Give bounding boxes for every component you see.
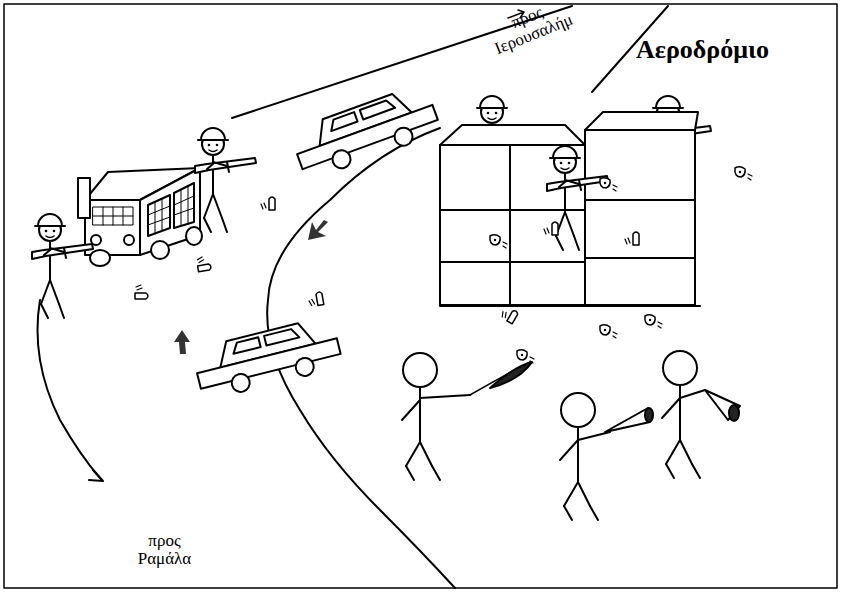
road-lines — [38, 6, 701, 588]
stone-thrower — [662, 351, 700, 478]
concrete-blocks — [440, 112, 698, 305]
projectiles — [135, 167, 752, 363]
stone-thrower — [402, 353, 440, 480]
military-jeep — [78, 168, 202, 266]
slings — [420, 362, 740, 440]
place-label: προς Ιερουσαλήμ — [475, 0, 586, 62]
place-label: προς Ραμάλα — [127, 532, 202, 568]
soldier-figure — [195, 128, 256, 232]
place-label: Αεροδρόμιο — [636, 36, 769, 63]
car — [191, 315, 344, 401]
soldier-figure — [32, 214, 93, 318]
direction-arrow — [174, 220, 328, 354]
stone-thrower — [560, 393, 598, 520]
frame-border — [4, 4, 837, 588]
car — [289, 82, 442, 181]
